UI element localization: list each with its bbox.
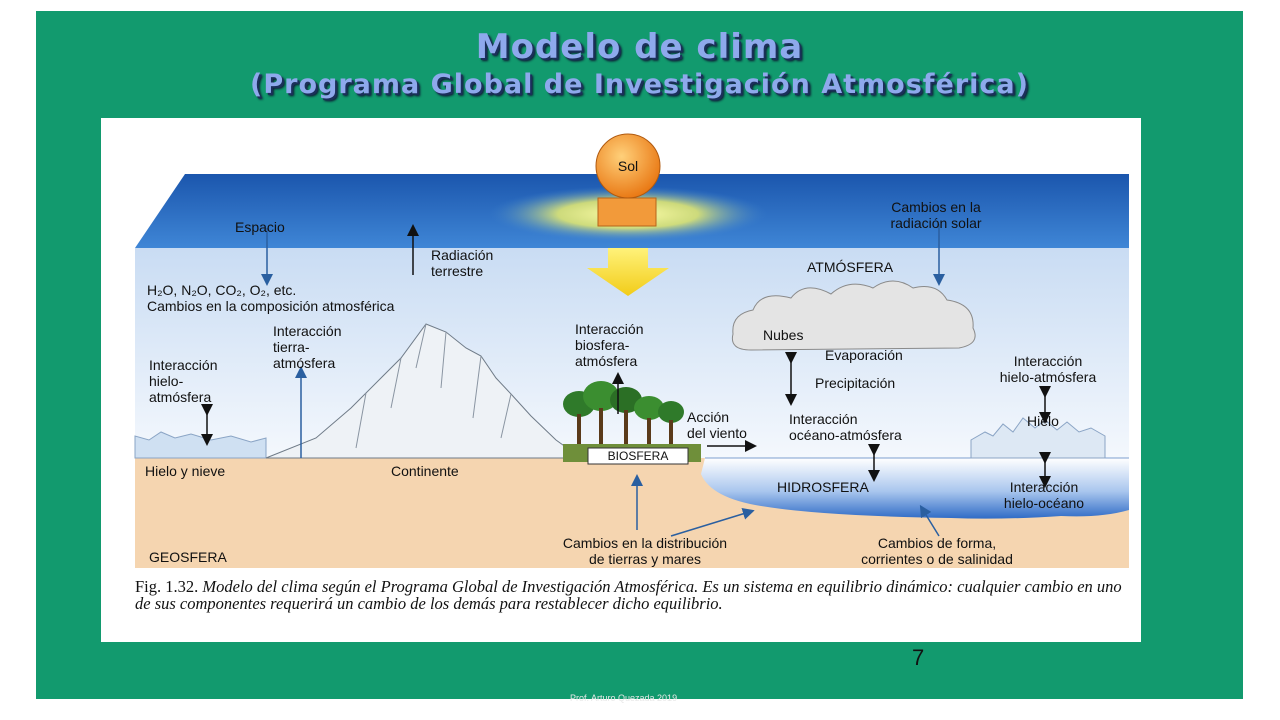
label-hielo: Hielo: [1027, 413, 1059, 429]
slide: Modelo de clima (Programa Global de Inve…: [36, 11, 1243, 699]
label-precipitacion: Precipitación: [815, 375, 896, 391]
label-hielo-atm-right-1: Interacción: [1013, 353, 1083, 369]
label-radiacion-2: terrestre: [431, 263, 484, 279]
climate-diagram-art: [134, 133, 1129, 568]
label-composicion-2: Cambios en la composición atmosférica: [147, 298, 395, 314]
label-biosfera: BIOSFERA: [607, 449, 669, 463]
label-hidrosfera: HIDROSFERA: [777, 479, 869, 495]
label-hielo-oceano-2: hielo-océano: [1003, 495, 1085, 511]
label-oceano-atm-1: Interacción: [789, 411, 858, 427]
label-forma-1: Cambios de forma,: [877, 535, 997, 551]
label-tierra-atm-1: Interacción: [273, 323, 342, 339]
label-hielo-nieve: Hielo y nieve: [145, 463, 226, 479]
label-composicion-1: H₂O, N₂O, CO₂, O₂, etc.: [147, 282, 297, 298]
figure-caption: Fig. 1.32. Modelo del clima según el Pro…: [135, 578, 1135, 612]
label-evaporacion: Evaporación: [825, 347, 903, 363]
label-forma-2: corrientes o de salinidad: [861, 551, 1013, 567]
label-biosfera-atm-3: atmósfera: [575, 353, 638, 369]
label-oceano-atm-2: océano-atmósfera: [789, 427, 902, 443]
label-hielo-atm-right-2: hielo-atmósfera: [999, 369, 1097, 385]
label-biosfera-atm-1: Interacción: [575, 321, 644, 337]
label-biosfera-atm-2: biosfera-: [575, 337, 630, 353]
slide-footer: Prof. Arturo Quezada 2019: [570, 693, 678, 703]
caption-text: Modelo del clima según el Programa Globa…: [135, 577, 1122, 613]
slide-subtitle: (Programa Global de Investigación Atmosf…: [250, 69, 1029, 100]
label-atmosfera: ATMÓSFERA: [807, 259, 894, 275]
label-tierra-atm-2: tierra-: [273, 339, 310, 355]
caption-fig-number: Fig. 1.32.: [135, 577, 199, 596]
label-hielo-atm-left-2: hielo-: [149, 373, 184, 389]
label-continente: Continente: [391, 463, 459, 479]
label-accion-2: del viento: [687, 425, 747, 441]
page-number: 7: [912, 645, 925, 670]
label-hielo-oceano-1: Interacción: [1009, 479, 1079, 495]
label-cambios-radiacion-2: radiación solar: [890, 215, 982, 231]
label-espacio: Espacio: [235, 219, 285, 235]
label-distribucion-1: Cambios en la distribución: [562, 535, 728, 551]
label-hielo-atm-left-3: atmósfera: [149, 389, 212, 405]
label-distribucion-2: de tierras y mares: [588, 551, 702, 567]
slide-title: Modelo de clima: [475, 27, 804, 67]
sun-label: Sol: [617, 158, 639, 174]
label-cambios-radiacion-1: Cambios en la: [891, 199, 981, 215]
label-accion-1: Acción: [687, 409, 730, 425]
climate-model-figure: Sol Espacio Radiación terrestre Cambios …: [101, 118, 1141, 642]
label-hielo-atm-left-1: Interacción: [149, 357, 218, 373]
label-radiacion-1: Radiación: [431, 247, 494, 263]
label-tierra-atm-3: atmósfera: [273, 355, 336, 371]
label-nubes: Nubes: [763, 327, 804, 343]
label-geosfera: GEOSFERA: [149, 549, 227, 565]
